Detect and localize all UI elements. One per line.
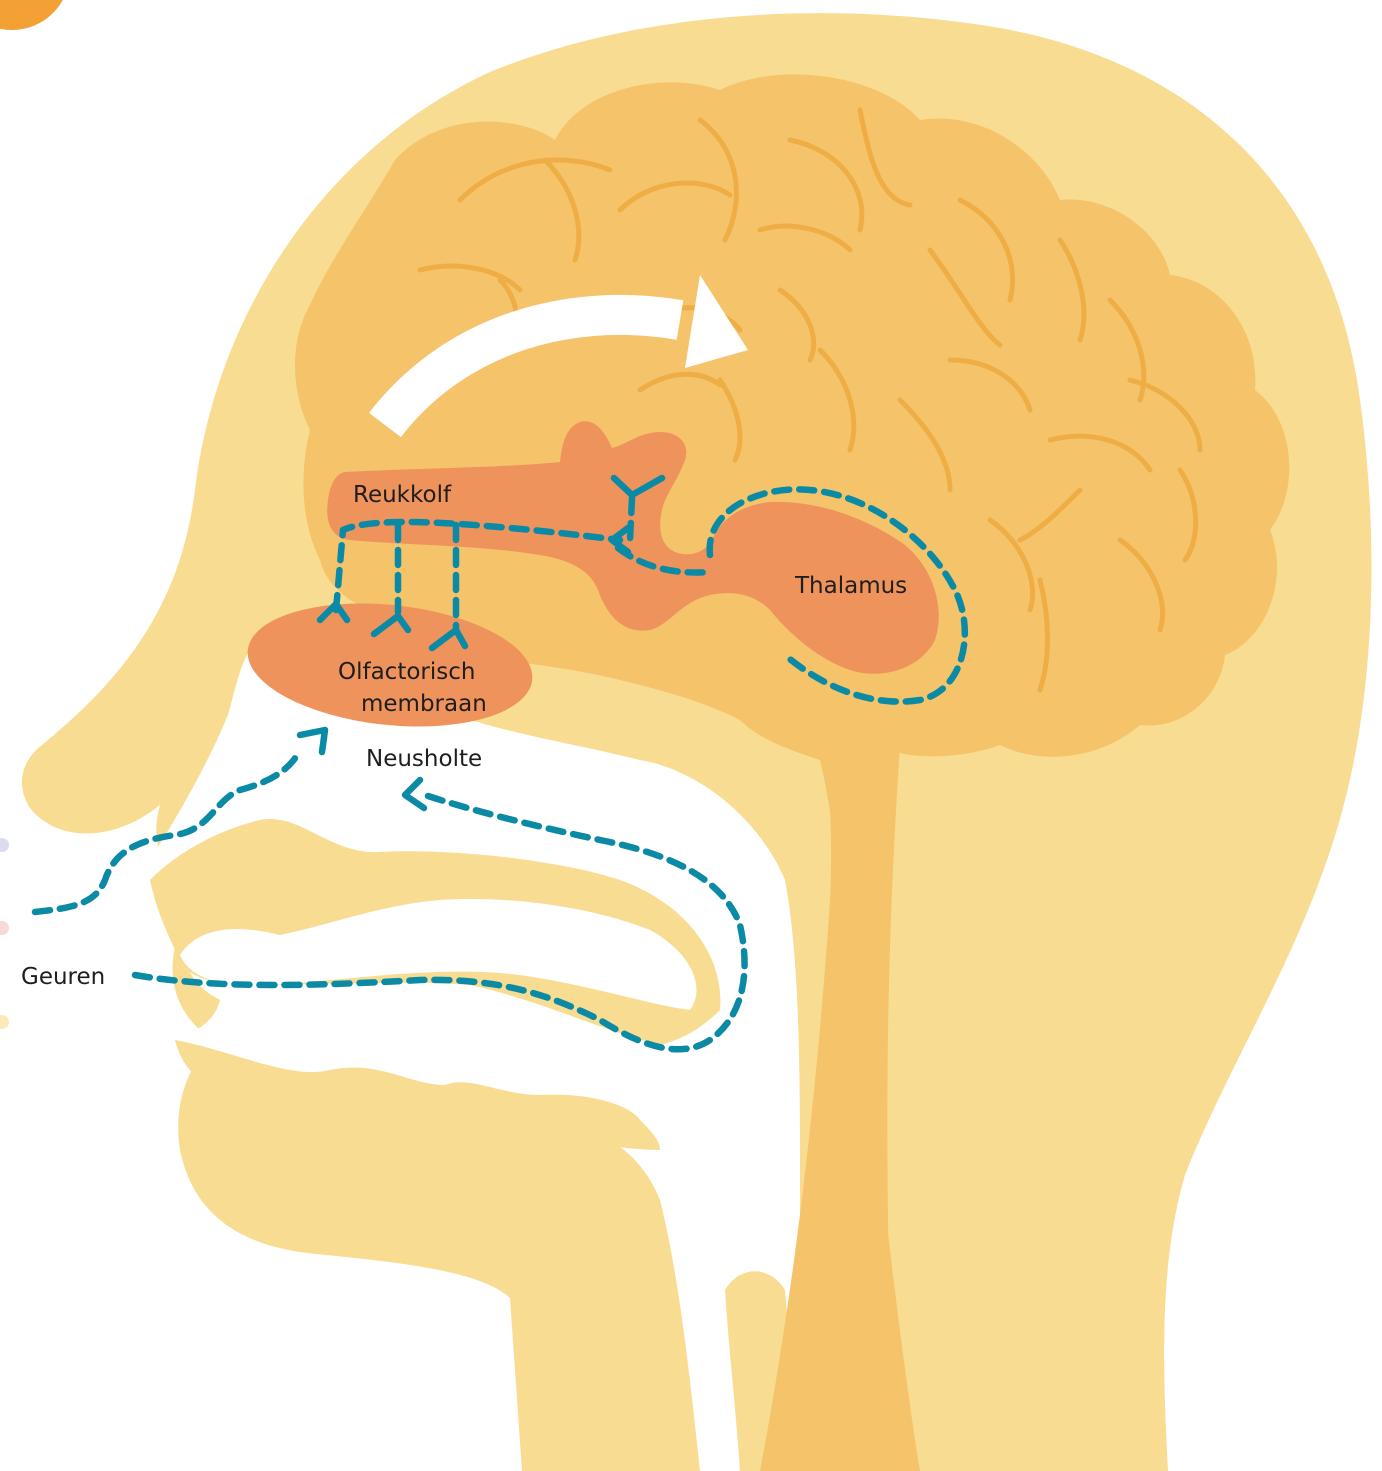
label-olfactory-bulb: Reukkolf bbox=[353, 482, 452, 508]
label-odors: Geuren bbox=[21, 964, 105, 990]
label-thalamus: Thalamus bbox=[794, 573, 907, 599]
label-nasal-cavity: Neusholte bbox=[366, 746, 482, 772]
edge-dot-yellow bbox=[0, 1015, 9, 1029]
edge-dot-lavender bbox=[0, 838, 9, 852]
edge-dot-pink bbox=[0, 921, 9, 935]
label-olfactory-membrane-line2: membraan bbox=[361, 691, 487, 717]
label-olfactory-membrane-line1: Olfactorisch bbox=[338, 659, 475, 685]
corner-badge bbox=[0, 0, 70, 30]
